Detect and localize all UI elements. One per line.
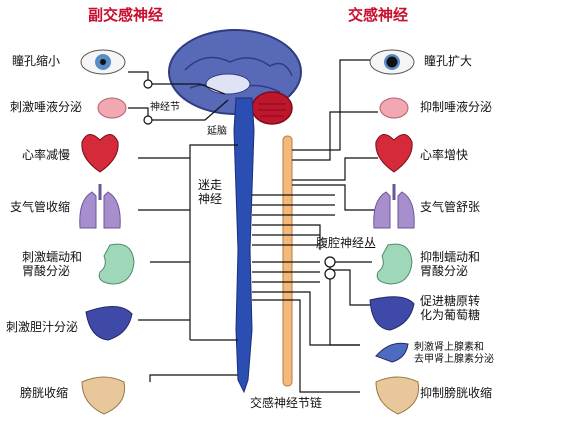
label-medulla: 延脑 [207, 126, 227, 137]
stomach-icon-left [98, 243, 135, 285]
label-bile-stimulate: 刺激胆汁分泌 [6, 320, 79, 334]
header-sympathetic: 交感神经 [348, 6, 409, 24]
stomach-icon-right [376, 243, 413, 285]
label-bladder-contract: 膀胱收缩 [20, 386, 69, 400]
eye-icon-right [369, 49, 415, 75]
label-pupil-constrict: 瞳孔缩小 [12, 54, 61, 68]
adrenal-gland-icon [375, 342, 409, 363]
label-vagus-nerve: 迷走 神经 [198, 178, 223, 206]
label-heart-fast: 心率增快 [420, 148, 469, 162]
bladder-icon-left [81, 376, 126, 415]
label-saliva-inhibit: 抑制唾液分泌 [420, 100, 493, 114]
label-pupil-dilate: 瞳孔扩大 [424, 54, 473, 68]
label-adrenal-stimulate: 刺激肾上腺素和 去甲肾上腺素分泌 [414, 342, 494, 365]
brain-icon [168, 29, 302, 125]
heart-icon-left [81, 134, 119, 173]
salivary-gland-icon-left [97, 97, 127, 119]
header-parasympathetic: 副交感神经 [88, 6, 164, 24]
label-bladder-inhibit: 抑制膀胱收缩 [420, 386, 493, 400]
salivary-gland-icon-right [379, 97, 409, 119]
liver-icon-right [369, 296, 415, 331]
label-saliva-stimulate: 刺激唾液分泌 [10, 100, 83, 114]
heart-icon-right [375, 134, 413, 173]
lung-icon-right [373, 184, 415, 229]
ganglion-nodes [143, 79, 336, 280]
bladder-icon-right [375, 376, 420, 415]
label-stomach-inhibit: 抑制蠕动和 胃酸分泌 [420, 250, 481, 278]
label-ganglion: 神经节 [150, 102, 180, 113]
label-liver-glucose: 促进糖原转 化为葡萄糖 [420, 294, 481, 322]
label-celiac-plexus: 腹腔神经丛 [316, 236, 377, 250]
sympathetic-chain [282, 135, 293, 387]
liver-icon-left [85, 306, 133, 341]
spinal-cord [233, 97, 255, 394]
label-bronchi-dilate: 支气管舒张 [420, 200, 481, 214]
label-bronchi-constrict: 支气管收缩 [10, 200, 71, 214]
label-heart-slow: 心率减慢 [22, 148, 71, 162]
label-stomach-stimulate: 刺激蠕动和 胃酸分泌 [22, 250, 83, 278]
lung-icon-left [79, 184, 121, 229]
label-sympathetic-chain: 交感神经节链 [250, 396, 323, 410]
eye-icon-left [80, 49, 126, 75]
